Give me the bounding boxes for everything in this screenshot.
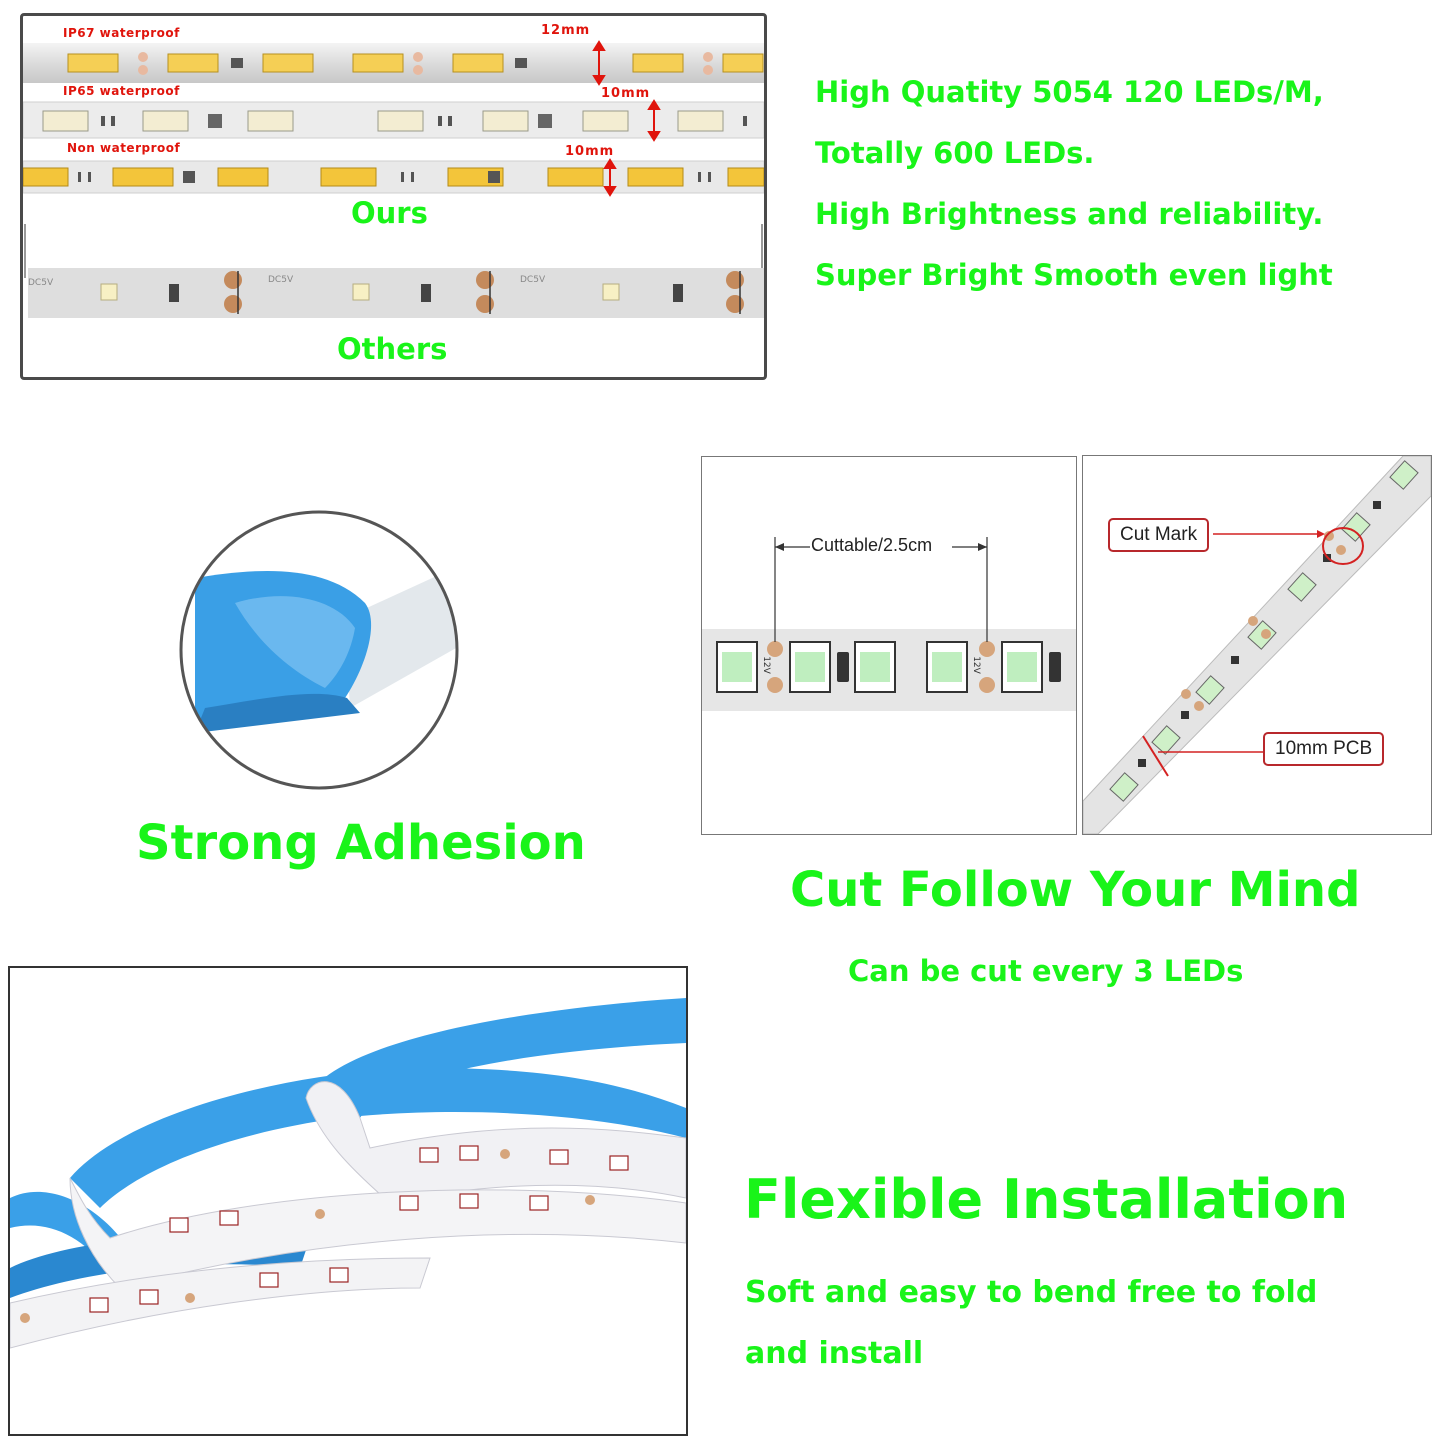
adhesion-tape-illustration: [179, 510, 459, 790]
flexible-strip-photo: [8, 966, 688, 1436]
ours-label: Ours: [351, 196, 428, 230]
cuttable-label: Cuttable/2.5cm: [811, 535, 933, 555]
diagonal-strip-illustration: [1083, 456, 1431, 834]
cut-mark-panel: Cut Mark 10mm PCB: [1082, 455, 1432, 835]
others-marking-2: DC5V: [520, 275, 546, 285]
strip-label-non-waterproof: Non waterproof: [67, 141, 181, 155]
dimension-10mm-b: 10mm: [565, 144, 615, 159]
coiled-strip-illustration: [10, 998, 686, 1349]
dimension-12mm: 12mm: [541, 23, 591, 38]
feature-line: High Brightness and reliability.: [815, 197, 1324, 231]
install-line-2: and install: [745, 1336, 924, 1371]
install-line-1: Soft and easy to bend free to fold: [745, 1275, 1318, 1310]
feature-line: Totally 600 LEDs.: [815, 136, 1095, 170]
comparison-panel: IP67 waterproof IP65 waterproof Non wate…: [20, 13, 767, 380]
cuttable-strip-illustration: [702, 537, 1076, 711]
others-marking-1: DC5V: [268, 275, 294, 285]
feature-list: High Quatity 5054 120 LEDs/M, Totally 60…: [815, 70, 1435, 314]
adhesion-title: Strong Adhesion: [136, 815, 586, 871]
others-marking-3: DC5V: [28, 278, 54, 288]
cut-mark-callout: Cut Mark: [1108, 518, 1210, 552]
feature-line: Super Bright Smooth even light: [815, 258, 1333, 292]
dimension-10mm-a: 10mm: [601, 86, 651, 101]
install-title: Flexible Installation: [744, 1168, 1349, 1231]
feature-line: High Quatity 5054 120 LEDs/M,: [815, 75, 1324, 109]
others-label: Others: [337, 332, 448, 366]
strip-label-ip65: IP65 waterproof: [63, 84, 180, 98]
voltage-marking-1: 12V: [760, 656, 771, 674]
led-strips-illustration: [23, 40, 764, 318]
cut-subtitle: Can be cut every 3 LEDs: [848, 954, 1244, 988]
voltage-marking-2: 12V: [970, 656, 981, 674]
strip-label-ip67: IP67 waterproof: [63, 26, 180, 40]
pcb-width-callout: 10mm PCB: [1263, 732, 1385, 766]
cuttable-panel: Cuttable/2.5cm 12V 12V: [701, 456, 1077, 835]
cut-title: Cut Follow Your Mind: [790, 862, 1361, 918]
